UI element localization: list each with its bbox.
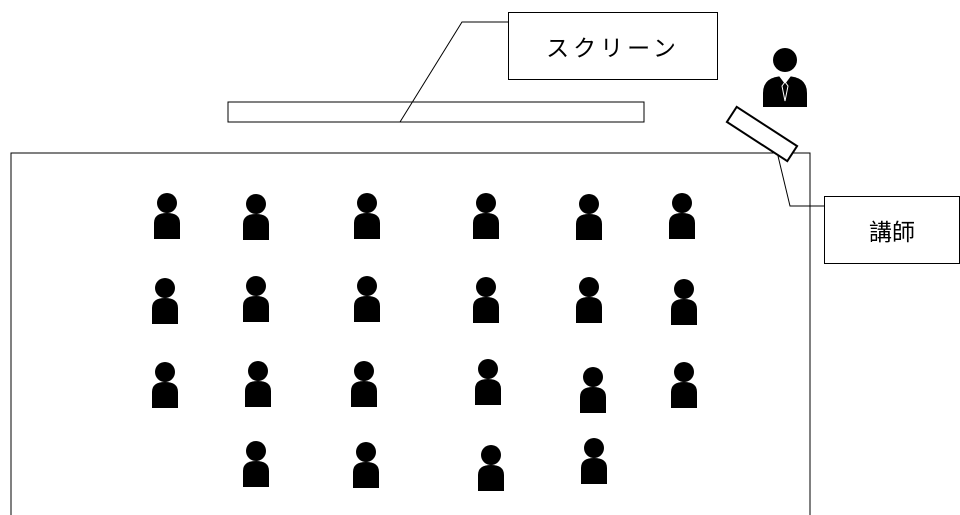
student-icon bbox=[478, 445, 504, 491]
student-icon bbox=[353, 442, 379, 488]
student-icon bbox=[354, 193, 380, 239]
student-icon bbox=[669, 193, 695, 239]
student-icon bbox=[243, 441, 269, 487]
lecturer-callout-line bbox=[777, 155, 824, 207]
student-icon bbox=[243, 194, 269, 240]
student-icon bbox=[351, 361, 377, 407]
student-icon bbox=[354, 276, 380, 322]
student-icon bbox=[152, 278, 178, 324]
lecturer-label: 講師 bbox=[824, 196, 960, 264]
student-icon bbox=[475, 359, 501, 405]
student-icon bbox=[581, 438, 607, 484]
student-icon bbox=[576, 194, 602, 240]
screen-callout-line bbox=[399, 21, 508, 123]
student-seating bbox=[152, 193, 697, 491]
lecturer-icon bbox=[763, 48, 807, 107]
student-icon bbox=[580, 367, 606, 413]
student-icon bbox=[243, 276, 269, 322]
student-icon bbox=[154, 193, 180, 239]
student-icon bbox=[671, 362, 697, 408]
student-icon bbox=[473, 277, 499, 323]
student-icon bbox=[576, 277, 602, 323]
projection-screen bbox=[227, 101, 645, 123]
student-icon bbox=[152, 362, 178, 408]
student-icon bbox=[245, 361, 271, 407]
screen-label: スクリーン bbox=[508, 12, 718, 80]
student-icon bbox=[473, 193, 499, 239]
student-icon bbox=[671, 279, 697, 325]
lecturer-desk bbox=[725, 105, 799, 163]
classroom-outline bbox=[10, 152, 811, 515]
